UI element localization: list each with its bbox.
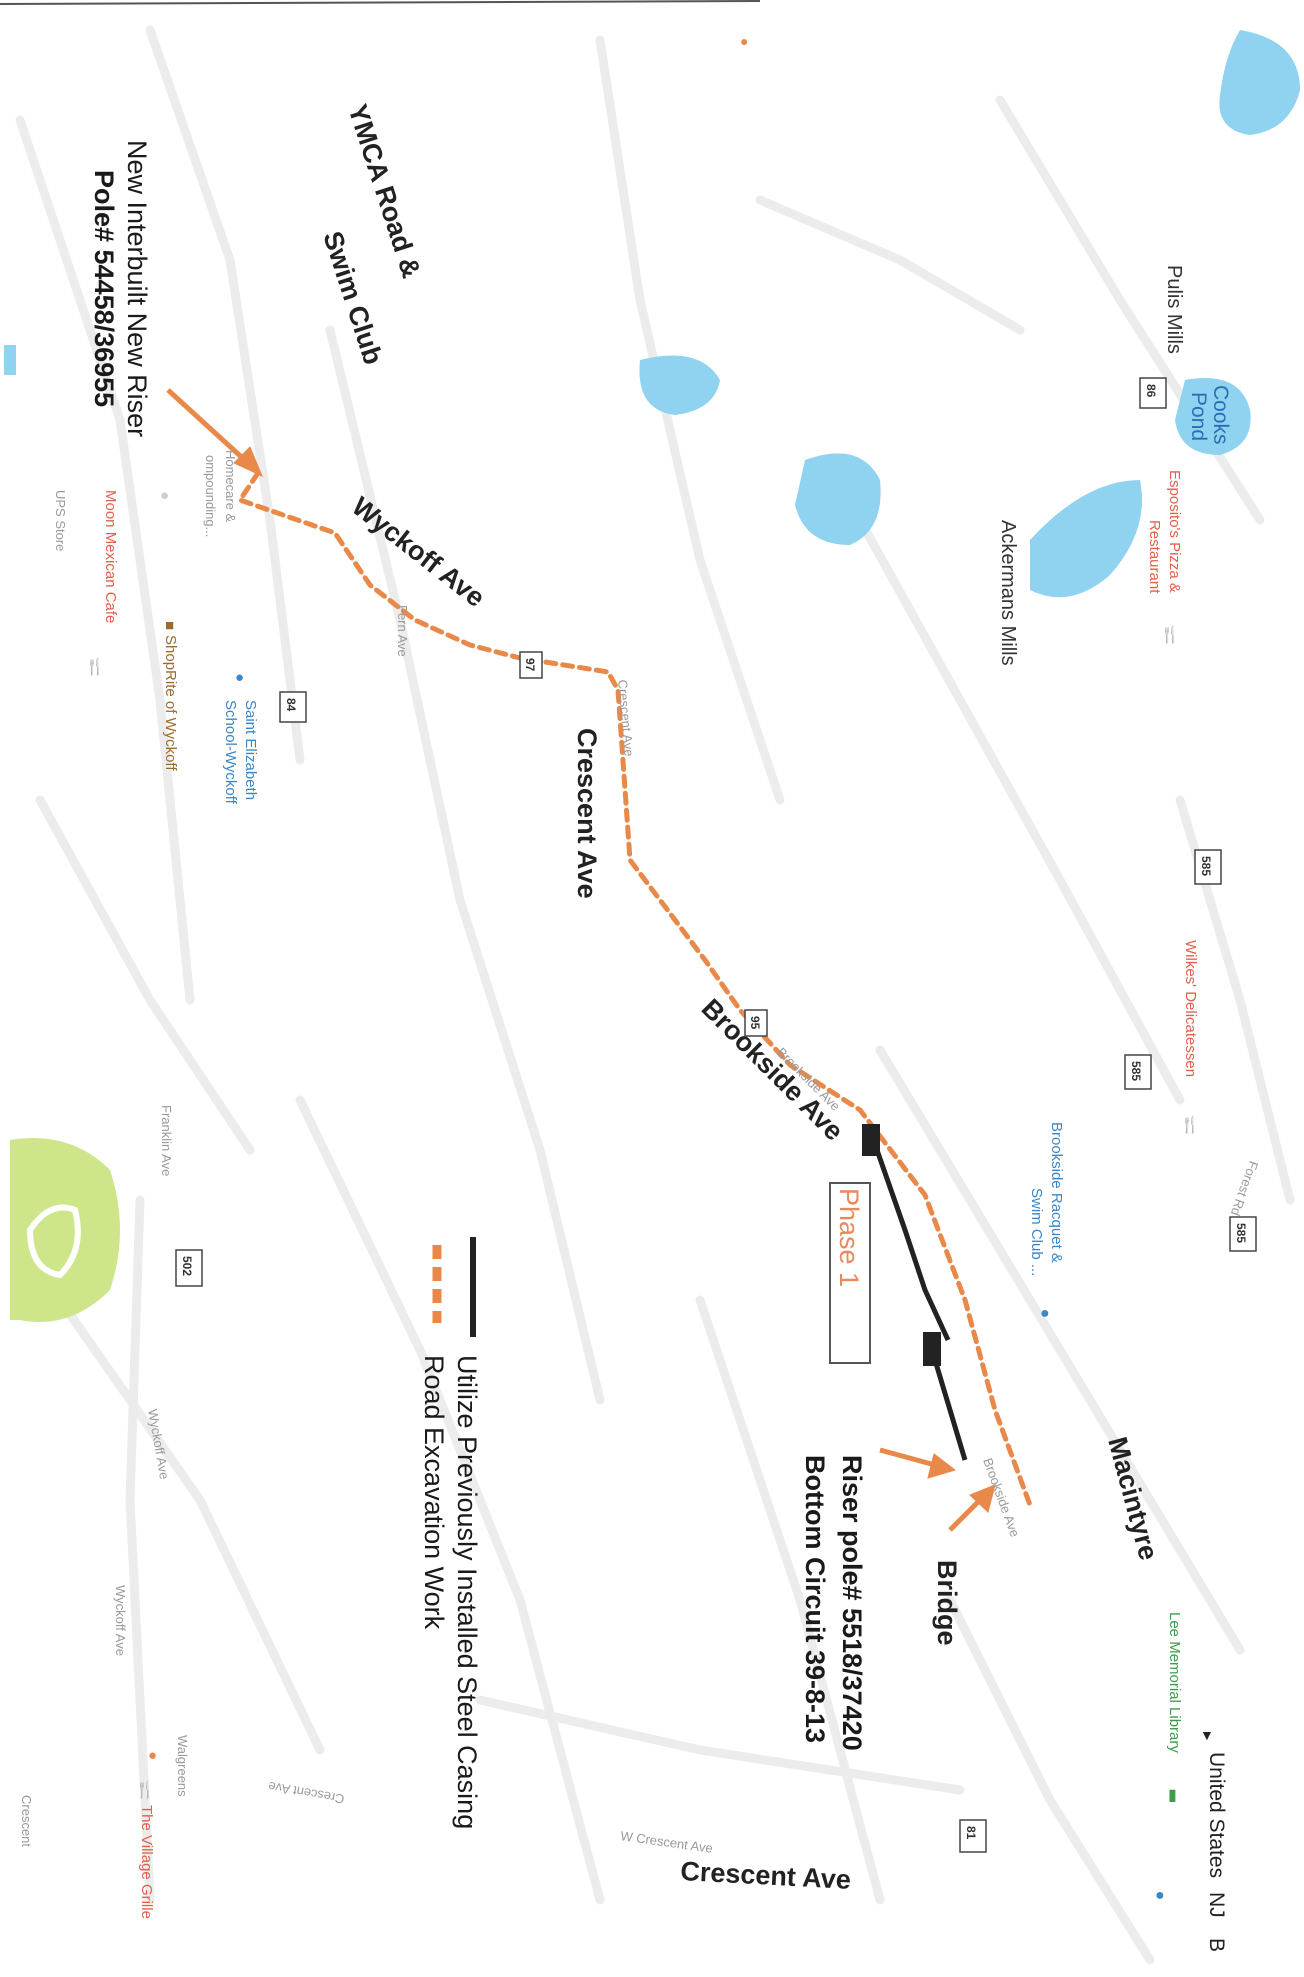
pharmacy-icon: ● [148, 1747, 157, 1764]
street-wyckoff-sw2: Wyckoff Ave [113, 1585, 128, 1656]
park-area [10, 1138, 120, 1322]
arrow-bridge [948, 1498, 982, 1532]
legend-excavation-text: Road Excavation Work [419, 1355, 449, 1630]
svg-text:585: 585 [1234, 1223, 1248, 1243]
place-saint-elizabeth-2: School-Wyckoff [222, 700, 239, 805]
svg-text:86: 86 [1144, 384, 1158, 398]
place-moon-cafe: Moon Mexican Cafe [102, 490, 119, 623]
street-crescent-edge: Crescent [19, 1795, 34, 1847]
restaurant-icon: 🍴 [135, 1780, 155, 1799]
route-excavation [236, 470, 1033, 1508]
place-ups-store: UPS Store [53, 490, 68, 551]
svg-text:81: 81 [964, 1826, 978, 1840]
water-bodies [4, 30, 1300, 598]
street-crescent-small: Crescent Ave [615, 679, 637, 757]
place-united-states: United States [1205, 1752, 1228, 1878]
callout-bridge: Bridge [932, 1560, 962, 1646]
phase-label: Phase 1 [834, 1188, 864, 1287]
location-pin-icon: ▼ [1200, 1727, 1214, 1743]
school-icon: ● [235, 669, 244, 686]
place-pulis-mills: Pulis Mills [1163, 265, 1185, 354]
scan-edge [0, 0, 761, 5]
place-saint-elizabeth-1: Saint Elizabeth [242, 700, 259, 800]
place-village-grille: The Village Grille [138, 1805, 155, 1919]
restaurant-icon: 🍴 [1160, 625, 1180, 644]
poi-icons: 🍴 🍴 ● ▮ ▼ ● ● ■ ● 🍴 🍴 ● ● [85, 33, 1214, 1904]
legend-casing-text: Utilize Previously Installed Steel Casin… [452, 1355, 482, 1829]
place-homecare-2: ompounding... [203, 455, 218, 537]
water-top-right [1219, 30, 1300, 135]
route-shields: 86 585 585 585 84 502 81 97 95 [175, 377, 1257, 1853]
route-steel-casing-2 [932, 1359, 968, 1461]
callout-new-riser-line2: Pole# 54458/36955 [89, 170, 119, 407]
place-esposito-2: Restaurant [1146, 520, 1163, 594]
place-homecare-1: Homecare & [223, 450, 238, 523]
svg-text:502: 502 [180, 1256, 194, 1276]
arrow-new-riser [166, 388, 250, 465]
arrow-bridge-head [969, 1484, 996, 1513]
pharmacy-icon: ● [160, 487, 169, 504]
casing-marker-1 [862, 1124, 880, 1156]
cooks-pond-water [1175, 378, 1251, 455]
svg-text:585: 585 [1199, 856, 1213, 876]
place-lee-library: Lee Memorial Library [1166, 1612, 1183, 1753]
place-wilkes-deli: Wilkes' Delicatessen [1182, 940, 1199, 1077]
place-nj: NJ [1205, 1892, 1228, 1918]
pond-water-4 [639, 355, 720, 415]
place-cooks-pond-1: Cooks [1209, 385, 1232, 445]
arrow-riser-pole [879, 1447, 936, 1468]
callout-riser-pole-line2: Bottom Circuit 39-8-13 [800, 1455, 830, 1743]
restaurant-icon: 🍴 [85, 657, 105, 676]
casing-marker-2 [923, 1332, 941, 1366]
street-fern-ave: Fern Ave [395, 605, 410, 657]
place-shoprite: ShopRite of Wyckoff [162, 635, 179, 771]
grocery-icon: ■ [165, 617, 174, 634]
school-dot-icon: ● [740, 33, 748, 49]
street-network [15, 25, 1295, 1965]
svg-text:95: 95 [748, 1016, 762, 1030]
place-brookside-racquet-2: Swim Club ... [1028, 1188, 1045, 1276]
svg-text:97: 97 [523, 658, 537, 672]
place-brookside-racquet-1: Brookside Racquet & [1048, 1122, 1065, 1263]
water-left-edge [4, 345, 16, 375]
callout-new-riser-line1: New Interbuilt New Riser [122, 140, 152, 437]
place-walgreens: Walgreens [175, 1735, 190, 1797]
route-steel-casing [867, 1129, 951, 1342]
place-cooks-pond-2: Pond [1187, 392, 1210, 441]
arrow-riser-pole-head [927, 1453, 957, 1479]
label-crescent-ave: Crescent Ave [572, 728, 602, 899]
pond-water-3 [795, 453, 881, 545]
callout-arrows [166, 388, 996, 1532]
svg-text:84: 84 [284, 698, 298, 712]
place-b: B [1205, 1938, 1228, 1952]
street-franklin-ave: Franklin Ave [159, 1105, 174, 1176]
legend: Utilize Previously Installed Steel Casin… [419, 1237, 482, 1829]
place-ackermans-mills: Ackermans Mills [997, 520, 1019, 666]
arrow-new-riser-head [233, 446, 263, 477]
callout-riser-pole-line1: Riser pole# 5518/37420 [837, 1455, 867, 1751]
school-icon: ● [1155, 1887, 1165, 1904]
sports-icon: ● [1040, 1305, 1050, 1322]
library-icon: ▮ [1168, 1787, 1177, 1804]
pond-water-2 [1030, 480, 1142, 598]
place-esposito-1: Esposito's Pizza & [1166, 470, 1183, 593]
phase-box [829, 1182, 871, 1364]
svg-text:585: 585 [1129, 1061, 1143, 1081]
restaurant-icon: 🍴 [1180, 1115, 1200, 1134]
